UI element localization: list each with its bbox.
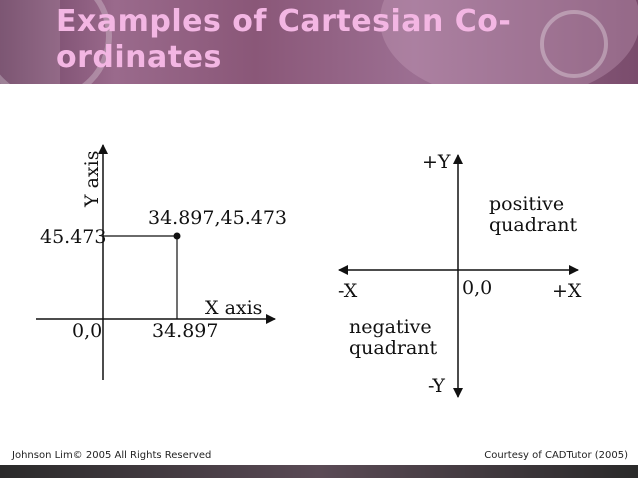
y-value-label: 45.473	[40, 226, 106, 248]
x-value-label: 34.897	[152, 320, 218, 342]
title-banner: Examples of Cartesian Co-ordinates	[0, 0, 638, 84]
plotted-point	[173, 232, 181, 240]
minus-y-label: -Y	[428, 375, 445, 397]
right-origin-label: 0,0	[462, 277, 492, 299]
positive-quadrant-label-line1: positive	[489, 193, 564, 215]
point-label: 34.897,45.473	[148, 207, 287, 229]
plus-y-label: +Y	[422, 151, 451, 173]
negative-quadrant-label-line2: quadrant	[349, 337, 438, 359]
plus-x-label: +X	[552, 280, 582, 302]
x-axis-label: X axis	[205, 297, 262, 319]
y-axis-label: Y axis	[81, 151, 103, 208]
banner-decoration	[540, 10, 608, 78]
slide-title: Examples of Cartesian Co-ordinates	[56, 4, 512, 75]
left-diagram: Y axis X axis 45.473 34.897 0,0 34.897,4…	[36, 144, 287, 380]
positive-quadrant-label-line2: quadrant	[489, 214, 578, 236]
footer-bar	[0, 465, 638, 478]
minus-x-label: -X	[338, 280, 358, 302]
banner-decoration	[0, 0, 112, 84]
left-origin-label: 0,0	[72, 320, 102, 342]
right-diagram: +Y -Y +X -X 0,0 positive quadrant negati…	[338, 151, 582, 398]
footer-credit: Courtesy of CADTutor (2005)	[484, 450, 628, 461]
footer-copyright: Johnson Lim© 2005 All Rights Reserved	[12, 450, 212, 461]
negative-quadrant-label-line1: negative	[349, 316, 432, 338]
